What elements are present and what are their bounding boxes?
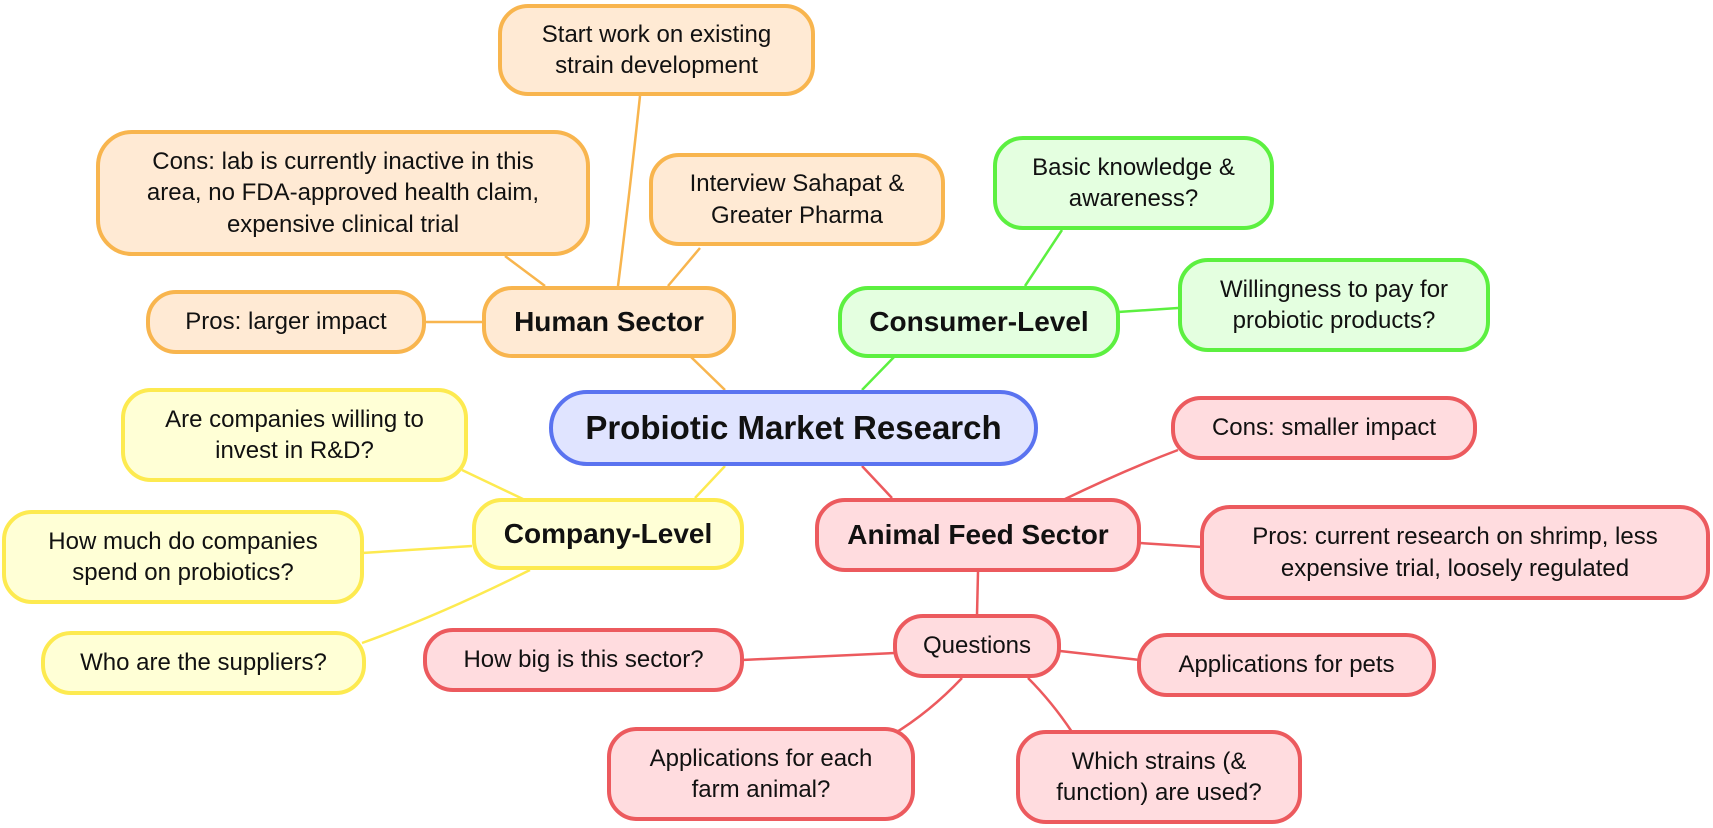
edge-root-company — [694, 465, 726, 499]
interview-node[interactable]: Interview Sahapat & Greater Pharma — [649, 153, 945, 246]
farm-animal-node[interactable]: Applications for each farm animal? — [607, 727, 915, 821]
edge-questions-strains — [1027, 677, 1074, 733]
edge-company-spend — [361, 544, 473, 555]
edge-human-cons — [504, 255, 546, 287]
consumer-level-node[interactable]: Consumer-Level — [838, 286, 1120, 358]
strains-node[interactable]: Which strains (& function) are used? — [1016, 730, 1302, 824]
pets-node[interactable]: Applications for pets — [1137, 633, 1436, 697]
edge-company-invest — [461, 468, 526, 502]
human-sector-node[interactable]: Human Sector — [482, 286, 736, 358]
human-cons-node[interactable]: Cons: lab is currently inactive in this … — [96, 130, 590, 256]
edge-root-human — [689, 355, 726, 391]
root-node[interactable]: Probiotic Market Research — [549, 390, 1038, 466]
edge-animal-cons — [1062, 448, 1179, 502]
knowledge-node[interactable]: Basic knowledge & awareness? — [993, 136, 1274, 230]
edge-consumer-knowledge — [1023, 229, 1064, 287]
edge-consumer-willingness — [1117, 306, 1179, 314]
start-work-node[interactable]: Start work on existing strain developmen… — [498, 4, 815, 96]
how-big-node[interactable]: How big is this sector? — [423, 628, 744, 692]
edge-human-start — [616, 95, 642, 287]
animal-cons-node[interactable]: Cons: smaller impact — [1171, 396, 1477, 460]
human-pros-node[interactable]: Pros: larger impact — [146, 290, 426, 354]
animal-pros-node[interactable]: Pros: current research on shrimp, less e… — [1200, 505, 1710, 600]
edge-root-animal — [861, 465, 893, 499]
willingness-node[interactable]: Willingness to pay for probiotic product… — [1178, 258, 1490, 352]
company-level-node[interactable]: Company-Level — [472, 498, 744, 570]
animal-feed-sector-node[interactable]: Animal Feed Sector — [815, 498, 1141, 572]
edge-animal-pros — [1139, 541, 1203, 549]
spend-node[interactable]: How much do companies spend on probiotic… — [2, 510, 364, 604]
questions-node[interactable]: Questions — [893, 614, 1061, 678]
edge-animal-questions — [975, 571, 980, 616]
edge-questions-pets — [1059, 649, 1141, 662]
edge-company-suppliers — [361, 568, 531, 645]
edge-questions-farm — [891, 677, 963, 737]
edge-root-consumer — [861, 355, 896, 391]
edge-human-interview — [667, 247, 701, 287]
edge-questions-howbig — [741, 651, 896, 662]
suppliers-node[interactable]: Who are the suppliers? — [41, 631, 366, 695]
invest-node[interactable]: Are companies willing to invest in R&D? — [121, 388, 468, 482]
